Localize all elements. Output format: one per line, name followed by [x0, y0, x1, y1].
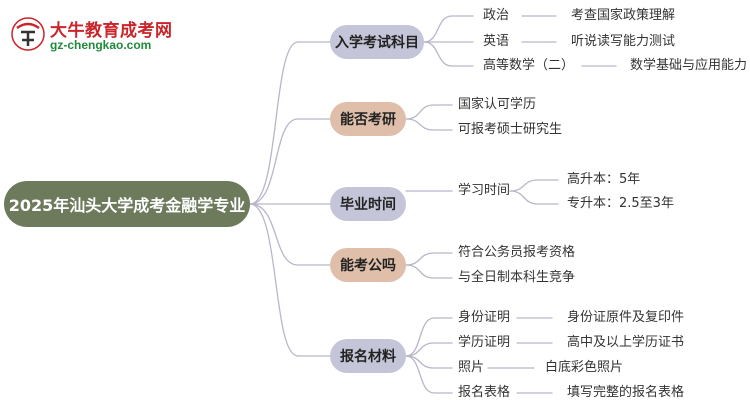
connector-root-cat5	[249, 203, 331, 357]
site-logo[interactable]: 大牛教育成考网 gz-chengkao.com	[10, 14, 200, 58]
leaf-education-proof-detail: 高中及以上学历证书	[567, 335, 685, 350]
leaf-photo-detail: 白底彩色照片	[545, 360, 624, 375]
connector-cat4-item2	[405, 264, 453, 279]
leaf-education-proof: 学历证明	[458, 335, 511, 350]
connector-cat2-item2	[405, 118, 453, 131]
leaf-english: 英语	[483, 34, 510, 49]
connector-cat5-item1	[405, 317, 453, 357]
leaf-id-proof: 身份证明	[458, 310, 511, 325]
connector-cat2-item1	[405, 104, 453, 120]
connector-study-sub2	[509, 190, 559, 205]
connector-cat1-item1	[423, 15, 474, 43]
logo-url: gz-chengkao.com	[50, 38, 152, 52]
connector-root-cat4	[249, 203, 331, 266]
category-civil-service: 能考公吗	[330, 248, 406, 282]
leaf-math-detail: 数学基础与应用能力	[630, 58, 748, 73]
leaf-college-to-bachelor: 专升本：2.5至3年	[567, 196, 674, 211]
leaf-compete-fulltime: 与全日制本科生竞争	[458, 270, 576, 285]
connector-cat5-item4	[405, 355, 453, 394]
bull-logo-icon	[11, 17, 45, 51]
connector-root-cat1	[249, 41, 331, 205]
connector-study-sub1	[509, 179, 559, 192]
leaf-registration-form-detail: 填写完整的报名表格	[567, 385, 685, 400]
leaf-registration-form: 报名表格	[458, 385, 511, 400]
leaf-civil-eligible: 符合公务员报考资格	[458, 245, 576, 260]
leaf-high-to-bachelor: 高升本：5年	[567, 172, 641, 187]
leaf-recognized-degree: 国家认可学历	[458, 97, 537, 112]
leaf-math: 高等数学（二）	[483, 58, 575, 73]
category-graduation-time: 毕业时间	[330, 187, 406, 221]
category-postgrad: 能否考研	[330, 102, 406, 136]
leaf-english-detail: 听说读写能力测试	[571, 34, 676, 49]
leaf-politics-detail: 考查国家政策理解	[571, 8, 676, 23]
leaf-study-time: 学习时间	[458, 183, 511, 198]
connector-cat4-item1	[405, 252, 453, 266]
connector-cat5-item2	[405, 342, 453, 357]
leaf-id-proof-detail: 身份证原件及复印件	[567, 310, 685, 325]
leaf-politics: 政治	[483, 8, 510, 23]
connector-root-cat2	[249, 118, 331, 205]
leaf-photo: 照片	[458, 360, 485, 375]
connector-cat1-item3	[423, 41, 474, 67]
category-entrance-exam: 入学考试科目	[330, 25, 424, 59]
leaf-master-eligible: 可报考硕士研究生	[458, 122, 563, 137]
logo-title: 大牛教育成考网	[50, 21, 173, 41]
connector-cat5-item3	[405, 355, 453, 369]
root-node: 2025年汕头大学成考金融学专业	[4, 181, 250, 227]
category-materials: 报名材料	[330, 339, 406, 373]
